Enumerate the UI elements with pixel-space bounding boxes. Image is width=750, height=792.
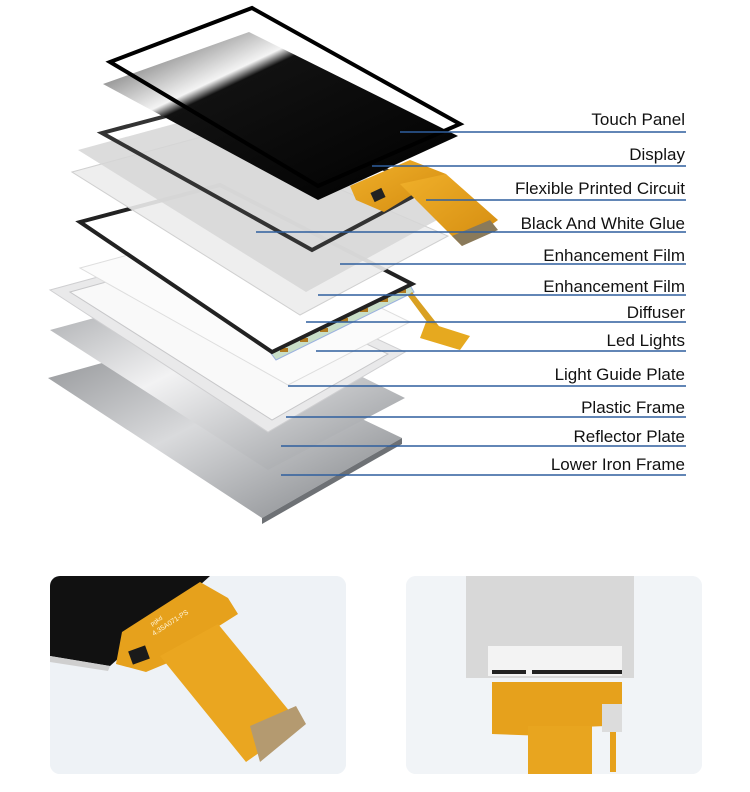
display-layer [103, 32, 458, 200]
exploded-diagram: Touch Panel Display Flexible Printed Cir… [48, 5, 686, 524]
label-touch-panel: Touch Panel [591, 110, 685, 129]
label-light-guide-plate: Light Guide Plate [554, 365, 685, 384]
fpc-closeup-image: 4.35A071-PS pgkd [50, 576, 346, 774]
label-reflector-plate: Reflector Plate [573, 427, 686, 446]
backlight-rear-image [406, 576, 702, 774]
label-flexible-printed-circuit: Flexible Printed Circuit [514, 179, 685, 198]
label-led-lights: Led Lights [606, 331, 685, 350]
label-black-and-white-glue: Black And White Glue [520, 214, 685, 233]
layer-stack-illustration [48, 5, 686, 524]
enhancement-film-1-layer [78, 112, 448, 292]
label-diffuser: Diffuser [626, 303, 685, 322]
label-enhancement-film-1: Enhancement Film [543, 246, 685, 265]
label-plastic-frame: Plastic Frame [581, 398, 685, 417]
label-enhancement-film-2: Enhancement Film [543, 277, 685, 296]
photo-fpc-closeup: 4.35A071-PS pgkd [50, 576, 346, 774]
label-display: Display [629, 145, 685, 164]
photo-backlight-rear [406, 576, 702, 774]
flexible-printed-circuit [350, 160, 498, 246]
leader-lines [256, 131, 686, 476]
label-lower-iron-frame: Lower Iron Frame [550, 455, 685, 474]
touch-panel-layer [105, 5, 465, 189]
